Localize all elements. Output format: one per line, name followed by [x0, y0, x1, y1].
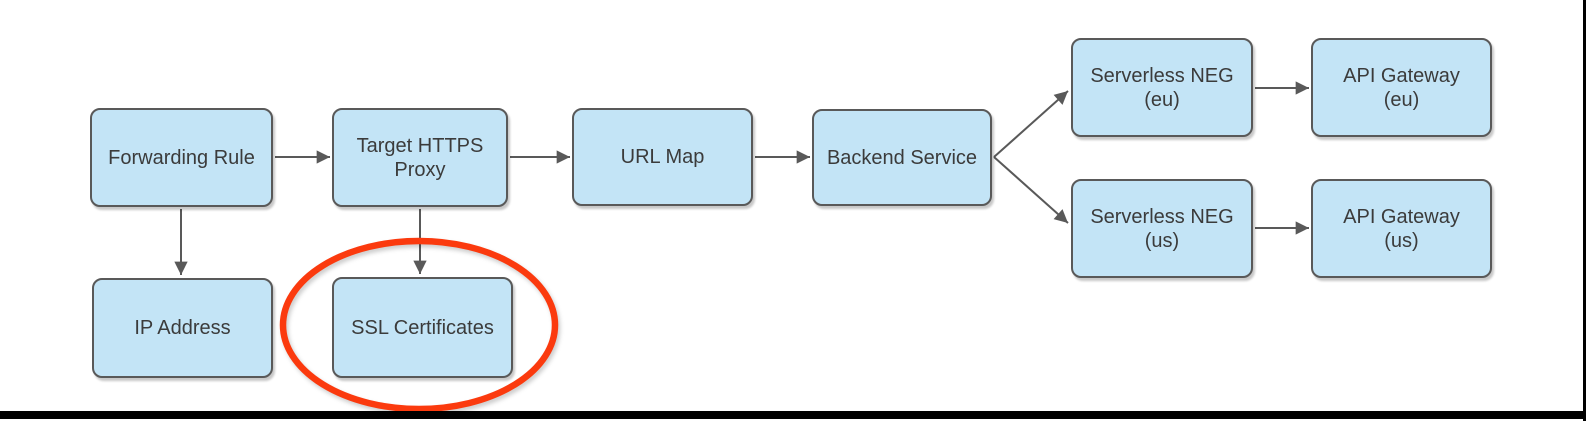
bottom-frame-bar [0, 411, 1586, 419]
node-url-map: URL Map [572, 108, 753, 206]
node-label: API Gateway (eu) [1343, 64, 1460, 111]
node-ip-address: IP Address [92, 278, 273, 378]
node-serverless-neg-eu: Serverless NEG (eu) [1071, 38, 1253, 137]
edge-backend-service-to-serverless-neg-eu [993, 90, 1069, 158]
node-label: API Gateway (us) [1343, 205, 1460, 252]
node-ssl-certificates: SSL Certificates [332, 277, 513, 378]
node-label: Serverless NEG (eu) [1090, 64, 1234, 111]
node-label: IP Address [134, 317, 231, 339]
node-label: URL Map [620, 146, 705, 168]
node-target-https-proxy: Target HTTPS Proxy [332, 108, 508, 207]
node-serverless-neg-us: Serverless NEG (us) [1071, 179, 1253, 278]
edge-backend-service-to-serverless-neg-us [993, 156, 1069, 224]
node-label: Target HTTPS Proxy [356, 134, 484, 181]
right-frame-line [1583, 0, 1586, 421]
node-label: SSL Certificates [351, 316, 494, 339]
node-forwarding-rule: Forwarding Rule [90, 108, 273, 207]
node-label: Forwarding Rule [108, 146, 255, 169]
highlight-ellipse [279, 237, 559, 413]
node-api-gateway-us: API Gateway (us) [1311, 179, 1492, 278]
node-label: Backend Service [826, 146, 978, 169]
node-backend-service: Backend Service [812, 109, 992, 206]
node-api-gateway-eu: API Gateway (eu) [1311, 38, 1492, 137]
node-label: Serverless NEG (us) [1090, 205, 1234, 252]
